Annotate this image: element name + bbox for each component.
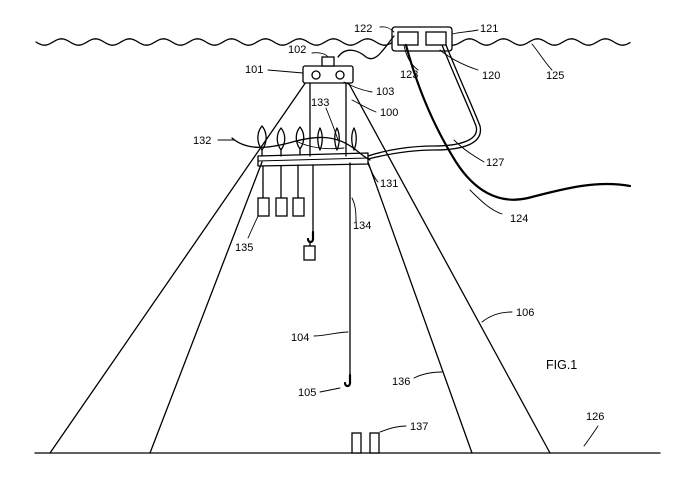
label-120: 120 <box>482 70 500 82</box>
weight-1 <box>257 197 270 217</box>
label-106: 106 <box>516 307 534 319</box>
cable-133 <box>231 136 371 161</box>
label-132: 132 <box>193 135 211 147</box>
leader-106 <box>481 311 513 323</box>
cable-127-outer <box>367 44 478 157</box>
short-line-weight <box>303 245 316 261</box>
cable-133-loop <box>295 140 345 150</box>
leader-127 <box>453 139 485 163</box>
float-6 <box>351 127 357 151</box>
label-103: 103 <box>376 86 394 98</box>
device-thruster-left <box>311 70 321 80</box>
tether-100 <box>337 35 395 60</box>
float-5 <box>334 127 340 151</box>
leader-102 <box>311 52 329 58</box>
weight-3 <box>292 197 305 217</box>
rig-frame <box>257 152 369 167</box>
leader-136 <box>413 371 443 379</box>
weight-2 <box>275 197 288 217</box>
leader-103 <box>343 81 373 93</box>
leader-lines <box>217 26 599 447</box>
leader-125 <box>531 43 553 71</box>
label-127: 127 <box>486 157 504 169</box>
leader-133 <box>325 107 339 141</box>
leader-104 <box>313 331 349 337</box>
inner-cone-right <box>367 161 473 454</box>
float-4 <box>317 127 323 151</box>
label-125: 125 <box>546 70 564 82</box>
reference-labels: 101 102 103 100 133 132 131 134 135 104 … <box>193 23 604 433</box>
label-101: 101 <box>245 64 263 76</box>
device-body-101 <box>302 65 354 84</box>
label-135: 135 <box>235 242 253 254</box>
label-126: 126 <box>586 411 604 423</box>
short-line-hook <box>306 230 315 244</box>
leader-137 <box>379 425 407 433</box>
float-2 <box>276 127 286 151</box>
leader-121 <box>451 29 479 35</box>
label-122: 122 <box>354 23 372 35</box>
cable-124 <box>404 43 632 201</box>
outer-cone-right <box>347 81 551 454</box>
leader-105 <box>319 387 341 393</box>
leader-101 <box>267 69 304 74</box>
outer-cone-left <box>49 81 307 454</box>
label-137: 137 <box>410 421 428 433</box>
device-top-102 <box>321 56 335 67</box>
leader-135 <box>247 215 259 239</box>
seabed-post-2 <box>369 432 380 454</box>
seabed-post-1 <box>351 432 362 454</box>
detection-cones <box>49 81 551 454</box>
label-136: 136 <box>392 376 410 388</box>
label-124: 124 <box>510 213 528 225</box>
floats <box>257 125 357 157</box>
leader-122 <box>379 26 395 33</box>
float-3 <box>295 126 305 150</box>
leader-123 <box>403 44 419 71</box>
cable-127-inner <box>367 44 482 160</box>
leader-100 <box>351 99 377 113</box>
surface-vessel <box>391 26 453 52</box>
hook-105 <box>343 373 352 388</box>
underwater-device <box>302 56 354 84</box>
label-104: 104 <box>291 332 309 344</box>
label-102: 102 <box>288 44 306 56</box>
figure-label: FIG.1 <box>546 358 577 372</box>
vessel-unit-121 <box>425 31 447 46</box>
label-123: 123 <box>400 69 418 81</box>
leader-124 <box>469 189 503 215</box>
vessel-unit-122 <box>397 31 419 46</box>
frame-bar-mid <box>257 157 369 162</box>
weights <box>257 164 305 217</box>
leader-120 <box>439 49 479 71</box>
label-131: 131 <box>380 178 398 190</box>
device-thruster-right <box>335 70 345 80</box>
label-121: 121 <box>480 23 498 35</box>
leader-126 <box>583 425 599 447</box>
inner-cone-left <box>149 161 263 454</box>
leader-134 <box>351 197 357 223</box>
leader-131 <box>367 163 379 183</box>
label-134: 134 <box>353 220 371 232</box>
label-105: 105 <box>298 387 316 399</box>
water-surface <box>35 38 631 46</box>
label-100: 100 <box>380 107 398 119</box>
label-133: 133 <box>311 97 329 109</box>
